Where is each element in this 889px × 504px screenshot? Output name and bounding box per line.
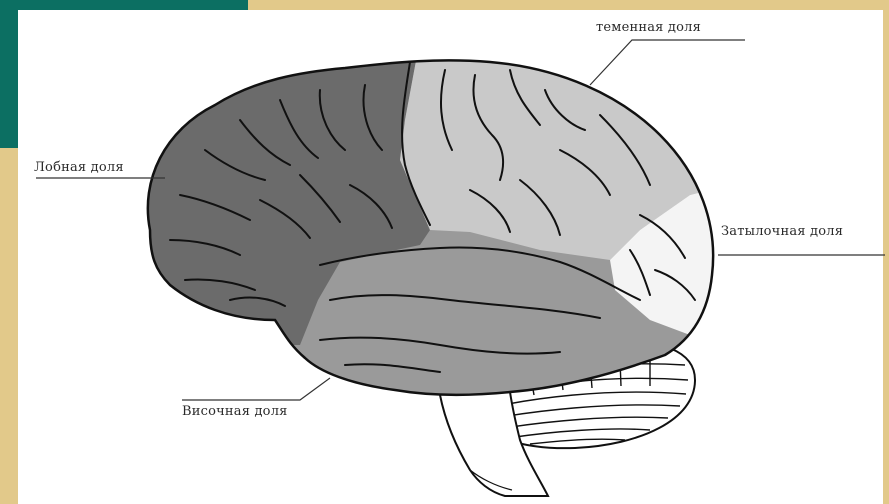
label-frontal-lobe: Лобная доля: [34, 160, 124, 175]
label-occipital-lobe: Затылочная доля: [721, 224, 843, 239]
temporal-leader: [182, 378, 330, 400]
label-parietal-lobe: теменная доля: [596, 20, 701, 35]
parietal-leader: [590, 40, 745, 85]
label-temporal-lobe: Височная доля: [182, 404, 288, 419]
cerebrum-lobes: [140, 50, 730, 410]
